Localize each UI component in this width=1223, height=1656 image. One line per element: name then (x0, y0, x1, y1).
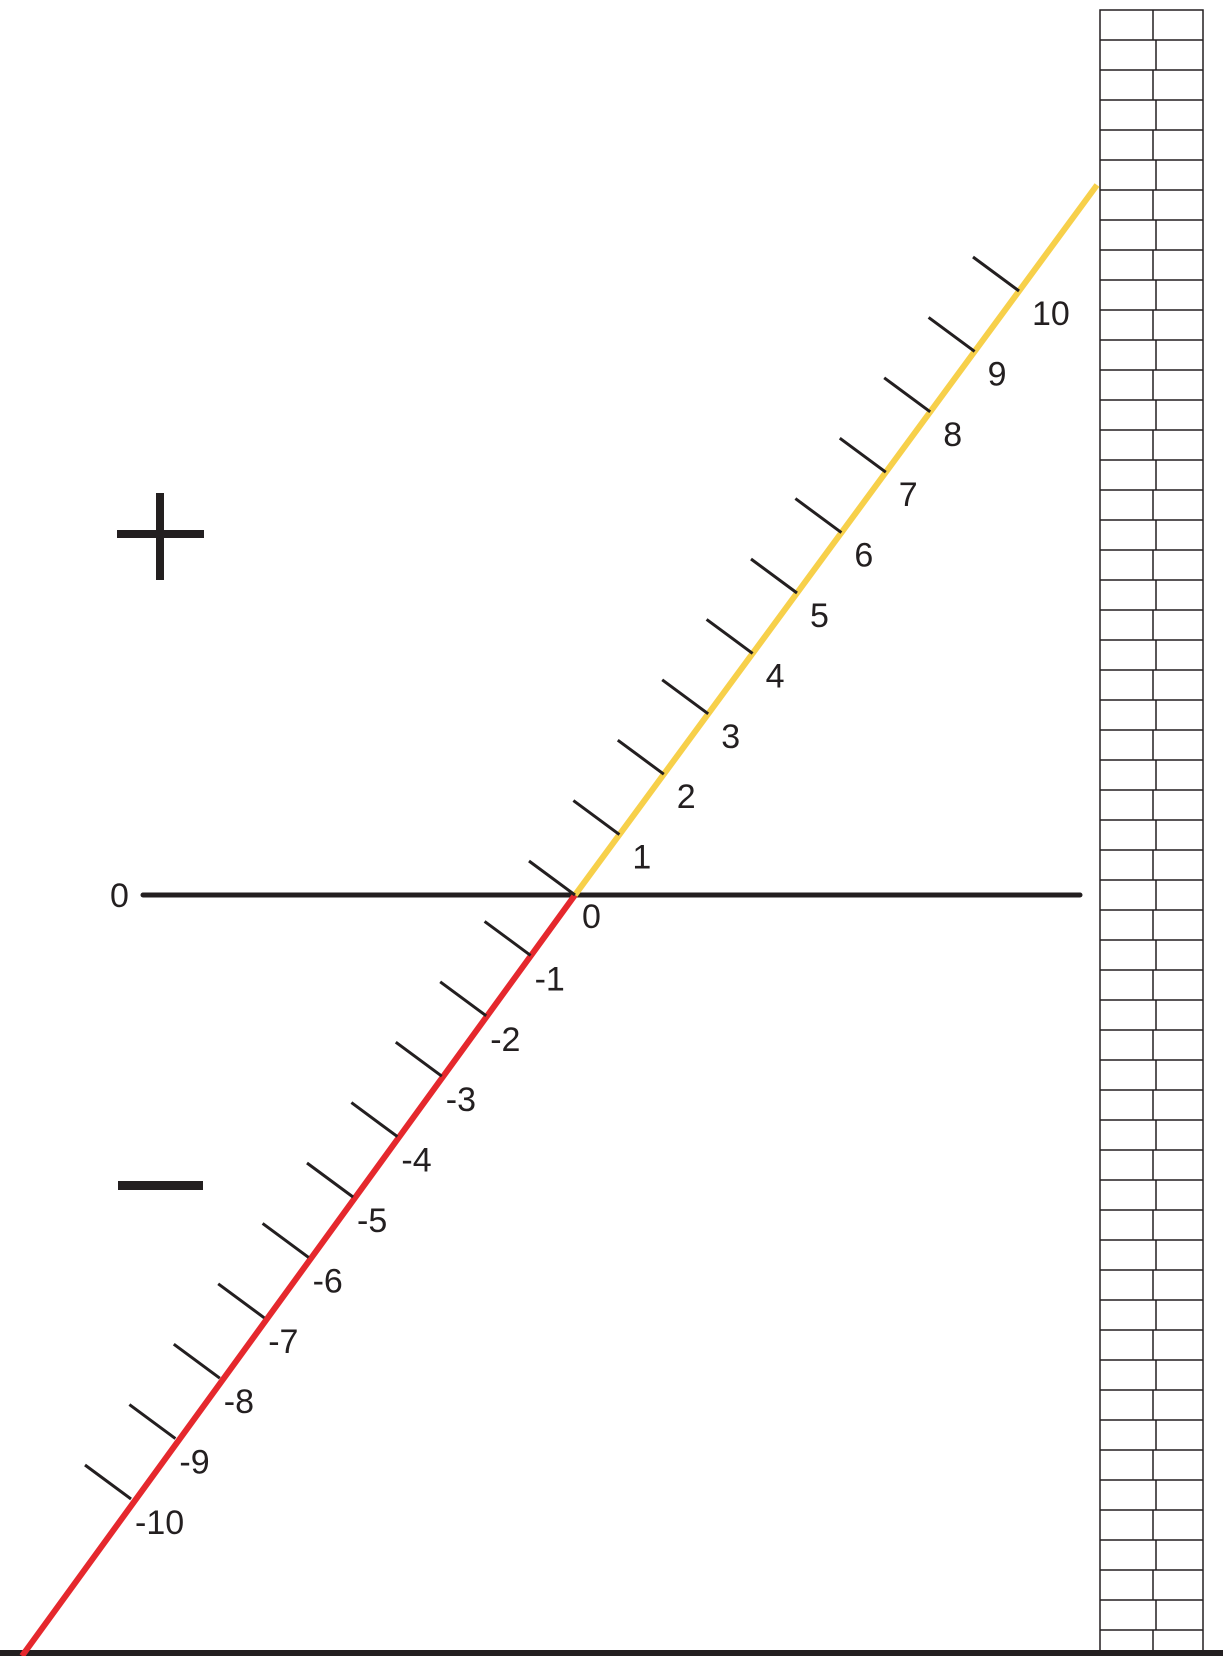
ladder-tick (838, 436, 887, 474)
brick-wall (1099, 9, 1204, 1656)
negative-tick-label: -6 (313, 1262, 343, 1300)
positive-tick-label: 1 (632, 839, 651, 877)
ladder-tick (172, 1342, 221, 1380)
negative-tick-label: -9 (179, 1444, 209, 1482)
negative-tick-label: -2 (490, 1021, 520, 1059)
negative-tick-label: -4 (401, 1142, 431, 1180)
ladder-tick (616, 738, 665, 776)
positive-tick-label: 5 (810, 597, 829, 635)
positive-tick-label: 4 (766, 657, 785, 695)
positive-tick-label: 10 (1032, 295, 1070, 333)
ladder-tick (350, 1101, 399, 1138)
ladder-tick (394, 1040, 443, 1078)
wall-outline (1099, 9, 1204, 1656)
zero-level-label: 0 (110, 877, 129, 915)
negative-tick-label: -1 (535, 960, 565, 998)
ladder-tick (306, 1161, 354, 1199)
ladder-tick (528, 859, 576, 897)
negative-tick-label: -5 (357, 1202, 387, 1240)
negative-ladder-line (19, 893, 578, 1656)
ladder-tick (661, 678, 710, 716)
negative-tick-label: -10 (135, 1504, 184, 1542)
ladder-tick (972, 255, 1020, 293)
negative-tick-label: -7 (268, 1323, 298, 1361)
positive-tick-label: 3 (721, 718, 740, 756)
ladder-tick (572, 799, 621, 836)
ladder-tick (439, 980, 488, 1018)
ladder-tick (261, 1222, 310, 1259)
positive-tick-label: 7 (899, 476, 918, 514)
center-zero-label: 0 (582, 898, 601, 936)
positive-tick-label: 8 (943, 416, 962, 454)
ladder-tick (705, 618, 754, 655)
positive-tick-label: 2 (677, 778, 696, 816)
minus-sign-icon (118, 1181, 203, 1190)
negative-tick-label: -8 (224, 1383, 254, 1421)
ladder-tick (84, 1463, 132, 1501)
negative-tick-label: -3 (446, 1081, 476, 1119)
ladder-tick (750, 557, 798, 595)
ladder-ticks (84, 255, 1020, 1501)
ladder-tick (128, 1403, 177, 1440)
positive-tick-label: 9 (988, 355, 1007, 393)
plus-sign-icon (117, 493, 204, 580)
positive-ladder-line (572, 183, 1100, 897)
ladder-tick (794, 497, 843, 534)
ladder-tick (217, 1282, 266, 1320)
ladder-tick (483, 920, 532, 957)
ladder-tick (883, 376, 932, 414)
ladder-tick (927, 316, 976, 353)
positive-tick-label: 6 (854, 537, 873, 575)
